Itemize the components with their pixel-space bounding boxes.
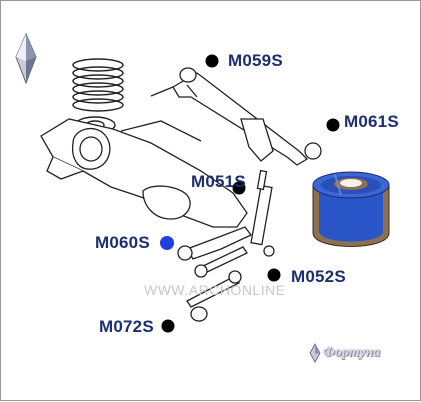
marker-m061s bbox=[326, 118, 340, 132]
diamond-logo-icon bbox=[15, 32, 37, 85]
lower-arms bbox=[177, 226, 253, 322]
part-label-m059s: M059S bbox=[228, 51, 283, 70]
bushing-closeup bbox=[312, 171, 390, 247]
marker-m052s bbox=[267, 268, 281, 282]
part-label-m060s: M060S bbox=[95, 233, 150, 252]
brand-name: Фортуна bbox=[323, 345, 381, 360]
marker-m059s bbox=[205, 54, 219, 68]
marker-m072s bbox=[161, 319, 175, 333]
marker-m051s bbox=[232, 181, 246, 195]
rear-axle-housing bbox=[40, 118, 248, 228]
shock-absorber bbox=[250, 169, 275, 257]
part-label-m052s: M052S bbox=[291, 267, 346, 286]
part-label-m051s: M051S bbox=[191, 172, 246, 191]
upper-arm bbox=[150, 67, 322, 166]
watermark-text: WWW.ARCHONLINE bbox=[144, 282, 286, 298]
part-label-m061s: M061S bbox=[344, 112, 399, 131]
brand-mark: Фортуна bbox=[309, 343, 380, 363]
part-label-m072s: M072S bbox=[99, 317, 154, 336]
marker-m060s bbox=[160, 236, 174, 250]
diamond-logo-icon bbox=[309, 343, 321, 363]
